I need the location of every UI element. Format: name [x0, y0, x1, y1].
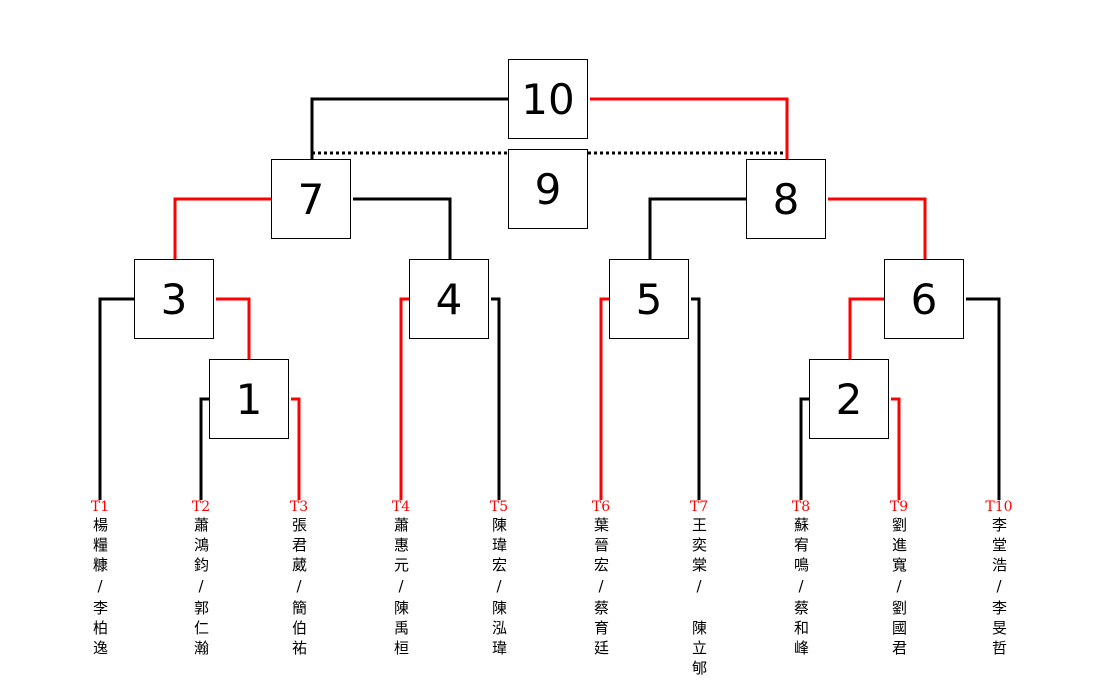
team-t7: T7 王奕棠/ 陳立郇 [679, 499, 719, 684]
team-players: 葉晉宏/蔡育廷 [592, 517, 610, 660]
line-t7 [691, 297, 701, 500]
team-players: 蘇宥鳴/蔡和峰 [792, 517, 810, 660]
match-6: 6 [884, 259, 964, 339]
line-t6 [599, 297, 609, 500]
team-id: T5 [489, 499, 509, 515]
team-t2: T2 蕭鴻鈞/郭仁瀚 [181, 499, 221, 664]
line-t3 [291, 397, 301, 500]
line-3-1 [216, 297, 251, 359]
team-id: T8 [791, 499, 811, 515]
match-10: 10 [508, 59, 588, 139]
match-8: 8 [746, 159, 826, 239]
line-7-4 [353, 197, 452, 259]
team-players: 張君葳/簡伯祐 [290, 517, 308, 660]
team-t9: T9 劉進寬/劉國君 [879, 499, 919, 664]
team-players: 蕭惠元/陳禹桓 [392, 517, 410, 660]
team-id: T3 [289, 499, 309, 515]
match-3: 3 [134, 259, 214, 339]
line-t10 [966, 297, 1001, 500]
team-id: T6 [591, 499, 611, 515]
team-id: T4 [391, 499, 411, 515]
line-6-2 [848, 297, 884, 359]
team-t6: T6 葉晉宏/蔡育廷 [581, 499, 621, 664]
team-players: 楊糧糠/李柏逸 [91, 517, 109, 660]
line-10-8 [590, 97, 789, 159]
team-t10: T10 李堂浩/李旻哲 [979, 499, 1019, 664]
line-10-7 [310, 97, 508, 159]
team-id: T2 [191, 499, 211, 515]
team-id: T7 [689, 499, 709, 515]
match-7: 7 [271, 159, 351, 239]
line-t8 [799, 397, 809, 500]
team-t5: T5 陳瑋宏/陳泓瑋 [479, 499, 519, 664]
line-t2 [199, 397, 209, 500]
team-players: 王奕棠/ 陳立郇 [690, 517, 708, 680]
team-players: 劉進寬/劉國君 [890, 517, 908, 660]
line-8-6 [828, 197, 927, 259]
match-4: 4 [409, 259, 489, 339]
team-t8: T8 蘇宥鳴/蔡和峰 [781, 499, 821, 664]
match-1: 1 [209, 359, 289, 439]
line-t9 [891, 397, 901, 500]
team-players: 陳瑋宏/陳泓瑋 [490, 517, 508, 660]
line-t5 [491, 297, 501, 500]
line-8-5 [648, 197, 746, 259]
team-t4: T4 蕭惠元/陳禹桓 [381, 499, 421, 664]
team-id: T10 [985, 499, 1013, 515]
team-id: T9 [889, 499, 909, 515]
match-2: 2 [809, 359, 889, 439]
line-t4 [399, 297, 409, 500]
team-t3: T3 張君葳/簡伯祐 [279, 499, 319, 664]
team-players: 李堂浩/李旻哲 [990, 517, 1008, 660]
line-7-3 [173, 197, 271, 259]
team-t1: T1 楊糧糠/李柏逸 [80, 499, 120, 664]
team-players: 蕭鴻鈞/郭仁瀚 [192, 517, 210, 660]
team-id: T1 [90, 499, 110, 515]
match-5: 5 [609, 259, 689, 339]
line-t1 [98, 297, 134, 500]
match-9: 9 [508, 149, 588, 229]
